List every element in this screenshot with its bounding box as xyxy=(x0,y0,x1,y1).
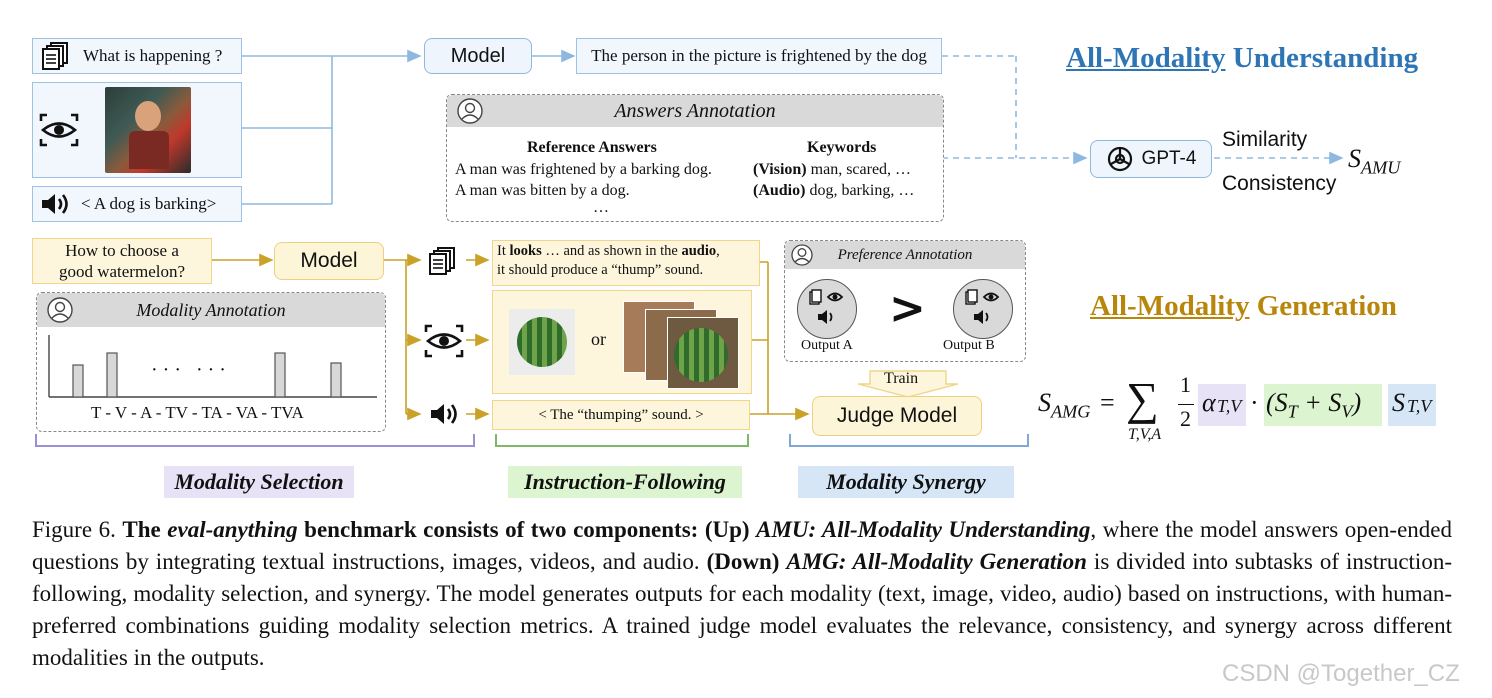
amg-model-box: Model xyxy=(274,242,384,280)
answers-annotation-title: Answers Annotation xyxy=(614,99,776,122)
output-b-icon xyxy=(953,279,1013,339)
train-label: Train xyxy=(884,370,919,387)
preference-annotation-title: Preference Annotation xyxy=(837,246,973,263)
eye-icon xyxy=(39,113,79,147)
sum-highlight: (ST + SV) xyxy=(1264,384,1382,426)
train-arrow xyxy=(857,370,959,398)
preference-annotation-header: Preference Annotation xyxy=(785,241,1025,269)
annotator-icon xyxy=(47,297,73,323)
visual-output-box: or xyxy=(492,290,752,394)
modality-synergy-label: Modality Synergy xyxy=(798,466,1014,498)
amu-answer-box: The person in the picture is frightened … xyxy=(576,38,942,74)
watermelon-video-frames xyxy=(623,301,739,389)
greater-than-symbol: > xyxy=(889,283,926,334)
amu-score: SAMU xyxy=(1348,144,1401,178)
modality-annotation-panel: Modality Annotation · · · · · · T - V - … xyxy=(36,292,386,432)
judge-model-box: Judge Model xyxy=(812,396,982,436)
keywords-audio: (Audio) dog, barking, … xyxy=(753,182,915,199)
amg-title-underlined: All-Modality xyxy=(1090,290,1250,322)
modality-bar xyxy=(274,352,286,398)
text-output-box: It looks … and as shown in the audio, it… xyxy=(492,240,760,286)
judge-model-label: Judge Model xyxy=(836,404,958,427)
modality-annotation-header: Modality Annotation xyxy=(37,293,385,327)
audio-output-box: < The “thumping” sound. > xyxy=(492,400,750,430)
amg-title: All-Modality Generation xyxy=(1090,290,1397,322)
audio-text: < A dog is barking> xyxy=(81,194,217,213)
annotator-icon xyxy=(791,244,813,266)
keywords-title: Keywords xyxy=(807,139,877,156)
output-b-label: Output B xyxy=(943,338,995,353)
or-text: or xyxy=(591,329,606,349)
audio-input-box: < A dog is barking> xyxy=(32,186,242,222)
document-icon xyxy=(429,247,455,275)
watermelon-image xyxy=(509,309,575,375)
amg-model-label: Model xyxy=(300,249,358,272)
keywords-vision: (Vision) man, scared, … xyxy=(753,161,912,178)
reference-answer-ellipsis: … xyxy=(593,199,609,216)
modality-bar xyxy=(72,364,84,398)
output-a-label: Output A xyxy=(801,338,853,353)
frightened-man-image xyxy=(105,87,191,173)
modality-selection-label: Modality Selection xyxy=(164,466,354,498)
amu-title: All-Modality Understanding xyxy=(1066,42,1419,74)
question-input-box: What is happening ? xyxy=(32,38,242,74)
answers-annotation-panel: Answers Annotation Reference Answers A m… xyxy=(446,94,944,222)
instruction-following-label: Instruction-Following xyxy=(508,466,742,498)
watermark: CSDN @Together_CZ xyxy=(1222,660,1460,687)
image-input-box xyxy=(32,82,242,178)
consistency-label: Consistency xyxy=(1222,172,1337,195)
modality-bar xyxy=(330,362,342,398)
output-a-icon xyxy=(797,279,857,339)
speaker-icon xyxy=(42,194,68,214)
document-icon xyxy=(42,42,68,70)
annotator-icon xyxy=(457,98,483,124)
modality-axis-labels: T - V - A - TV - TA - VA - TVA xyxy=(91,403,304,422)
amu-model-label: Model xyxy=(450,44,506,67)
question-text: What is happening ? xyxy=(83,46,223,65)
amu-answer-text: The person in the picture is frightened … xyxy=(591,46,927,65)
modality-annotation-title: Modality Annotation xyxy=(136,299,286,320)
reference-answer-1: A man was frightened by a barking dog. xyxy=(455,161,712,178)
eye-icon xyxy=(424,324,464,358)
amg-formula: SAMG = ∑ T,V,A 1 2 αT,V · (ST + SV) · ST… xyxy=(1038,372,1448,452)
figure-caption: Figure 6. The eval-anything benchmark co… xyxy=(32,517,1452,670)
connector-lines xyxy=(35,49,1344,447)
modality-bar xyxy=(106,352,118,398)
amu-title-underlined: All-Modality xyxy=(1066,42,1226,74)
gpt4-label: GPT-4 xyxy=(1141,148,1197,169)
similarity-label: Similarity xyxy=(1222,128,1308,151)
reference-answers-title: Reference Answers xyxy=(527,139,657,156)
reference-answer-2: A man was bitten by a dog. xyxy=(455,182,630,199)
answers-annotation-header: Answers Annotation xyxy=(447,95,943,127)
audio-output-text: < The “thumping” sound. > xyxy=(538,406,704,423)
openai-logo-icon xyxy=(1107,146,1132,172)
modality-bar-chart xyxy=(48,335,377,398)
preference-annotation-panel: Preference Annotation Output A > Output … xyxy=(784,240,1026,362)
modality-ellipsis: · · · · · · xyxy=(151,359,226,381)
speaker-icon xyxy=(431,404,457,424)
gpt4-box: GPT-4 xyxy=(1090,140,1212,178)
amu-model-box: Model xyxy=(424,38,532,74)
amg-question-box: How to choose a good watermelon? xyxy=(32,238,212,284)
